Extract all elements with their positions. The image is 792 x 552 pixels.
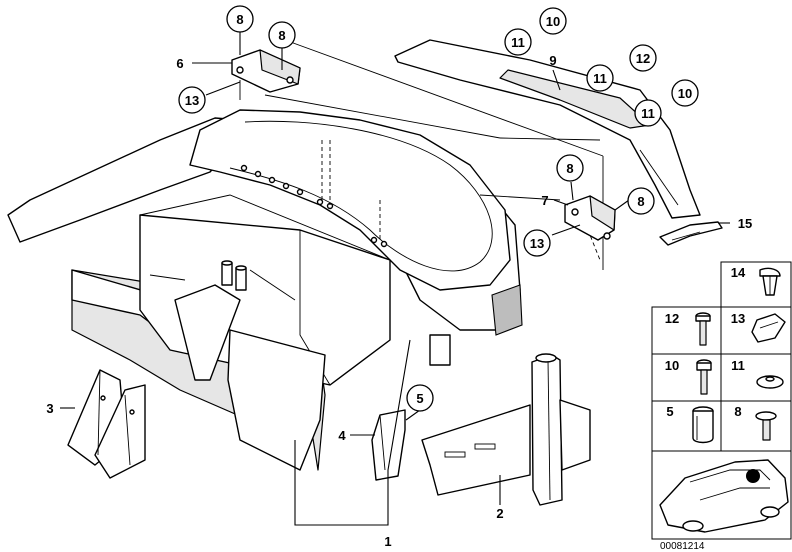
legend-label-11: 11 [731, 358, 745, 373]
callout-4: 4 [338, 428, 346, 443]
callout-3: 3 [46, 401, 53, 416]
bolt-8-icon [755, 411, 777, 441]
legend-label-10: 10 [665, 358, 679, 373]
callout-9: 9 [549, 53, 556, 68]
callout-leaders [60, 30, 730, 526]
callout-13: 13 [185, 93, 199, 108]
location-marker [746, 469, 760, 483]
callout-1: 1 [384, 534, 391, 549]
callouts: 8 8 6 13 10 11 9 12 11 10 11 8 7 8 [46, 5, 752, 549]
reinforcement-2 [421, 353, 591, 506]
legend-label-5: 5 [666, 404, 673, 419]
callout-10: 10 [546, 14, 560, 29]
nut-13-icon [751, 313, 786, 343]
callout-8: 8 [637, 194, 644, 209]
callout-11: 11 [593, 71, 607, 86]
callout-5: 5 [416, 391, 423, 406]
small-parts-legend: 14 12 13 10 11 [651, 261, 792, 540]
callout-8: 8 [566, 161, 573, 176]
shelf-trim-9 [394, 39, 701, 219]
bracket-6 [231, 49, 301, 93]
callout-13: 13 [530, 236, 544, 251]
cover-4 [371, 409, 406, 481]
legend-label-14: 14 [731, 265, 746, 280]
rear-body-assembly [7, 109, 523, 471]
callout-12: 12 [636, 51, 650, 66]
callout-2: 2 [496, 506, 503, 521]
legend-label-12: 12 [665, 311, 679, 326]
callout-11: 11 [641, 106, 655, 121]
legend-label-13: 13 [731, 311, 745, 326]
callout-8: 8 [236, 12, 243, 27]
legend-label-8: 8 [734, 404, 741, 419]
callout-6: 6 [176, 56, 183, 71]
diagram-code: 00081214 [660, 541, 705, 552]
bracket-3 [67, 369, 146, 479]
washer-11-icon [756, 375, 784, 389]
screw-10-icon [696, 359, 712, 395]
callout-11: 11 [511, 35, 525, 50]
callout-10: 10 [678, 86, 692, 101]
vehicle-location-thumbnail [659, 459, 789, 533]
callout-8: 8 [278, 28, 285, 43]
callout-7: 7 [541, 193, 548, 208]
callout-15: 15 [738, 216, 752, 231]
screw-12-icon [695, 312, 711, 346]
sleeve-5-icon [692, 406, 714, 444]
clip-14-icon [759, 267, 781, 296]
clip-15 [659, 221, 723, 246]
bracket-7 [564, 195, 616, 241]
